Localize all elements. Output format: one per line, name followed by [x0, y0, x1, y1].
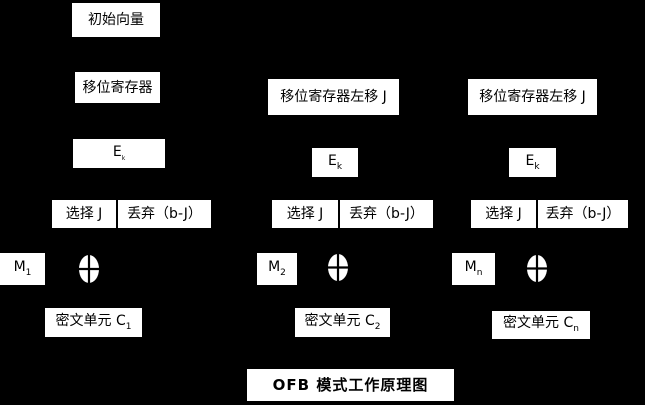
- initial-vector-box: 初始向量: [72, 3, 160, 37]
- xor-icon-2: [328, 254, 348, 281]
- shift-register-box-2: 移位寄存器左移 J: [268, 79, 399, 115]
- encrypt-label-2: Ek: [328, 154, 342, 172]
- select-label-1: 选择 J: [65, 206, 103, 222]
- discard-box-1: 丢弃（b-J）: [118, 200, 211, 228]
- discard-label-1: 丢弃（b-J）: [127, 206, 202, 222]
- encrypt-base-2: E: [327, 152, 337, 169]
- initial-vector-label: 初始向量: [88, 12, 144, 28]
- shift-register-box-1: 移位寄存器: [75, 72, 160, 103]
- xor-icon-1: [79, 255, 99, 283]
- discard-label-3: 丢弃（b-J）: [545, 206, 621, 222]
- ciphertext-box-3: 密文单元 Cn: [492, 311, 590, 339]
- message-box-1: M1: [0, 253, 45, 285]
- shift-register-label-1: 移位寄存器: [82, 79, 153, 96]
- select-label-2: 选择 J: [286, 206, 324, 222]
- encrypt-box-3: Ek: [509, 148, 556, 177]
- ciphertext-sub-3: n: [573, 323, 579, 334]
- discard-box-3: 丢弃（b-J）: [538, 200, 628, 228]
- encrypt-box-1: Ek: [73, 139, 165, 168]
- shift-register-label-2: 移位寄存器左移 J: [280, 89, 387, 105]
- select-box-2: 选择 J: [272, 200, 338, 228]
- encrypt-sub-3: k: [534, 161, 540, 172]
- xor-icon-3: [527, 255, 547, 282]
- message-label-1: M1: [14, 260, 32, 278]
- ciphertext-label-1: 密文单元 C1: [56, 314, 132, 332]
- shift-register-box-3: 移位寄存器左移 J: [468, 79, 597, 115]
- message-sub-1: 1: [25, 267, 32, 278]
- discard-box-2: 丢弃（b-J）: [340, 200, 433, 228]
- discard-label-2: 丢弃（b-J）: [349, 206, 424, 222]
- encrypt-label-3: Ek: [525, 154, 539, 172]
- message-box-3: Mn: [452, 253, 495, 285]
- diagram-title-label: OFB 模式工作原理图: [272, 375, 429, 394]
- message-box-2: M2: [257, 253, 297, 285]
- ciphertext-label-2: 密文单元 C2: [305, 314, 381, 332]
- encrypt-sub-1: k: [121, 154, 126, 162]
- ciphertext-label-3: 密文单元 Cn: [503, 316, 579, 334]
- encrypt-sub-2: k: [336, 161, 343, 172]
- ciphertext-base-2: 密文单元 C: [304, 312, 375, 329]
- encrypt-box-2: Ek: [312, 148, 358, 177]
- select-box-3: 选择 J: [471, 200, 536, 228]
- message-sub-2: 2: [280, 267, 286, 278]
- ciphertext-sub-1: 1: [125, 321, 132, 332]
- encrypt-label-1: Ek: [113, 145, 125, 162]
- ciphertext-box-2: 密文单元 C2: [295, 308, 390, 337]
- ciphertext-box-1: 密文单元 C1: [45, 308, 142, 337]
- encrypt-base-3: E: [525, 152, 535, 169]
- message-base-3: M: [464, 259, 477, 276]
- select-label-3: 选择 J: [485, 206, 522, 222]
- encrypt-base-1: E: [112, 144, 122, 161]
- message-sub-3: n: [476, 267, 483, 278]
- diagram-title: OFB 模式工作原理图: [247, 369, 454, 401]
- ciphertext-base-1: 密文单元 C: [55, 312, 126, 329]
- ciphertext-sub-2: 2: [374, 321, 381, 332]
- ciphertext-base-3: 密文单元 C: [503, 315, 574, 332]
- message-label-2: M2: [268, 260, 286, 278]
- select-box-1: 选择 J: [52, 200, 116, 228]
- message-base-1: M: [13, 259, 26, 276]
- shift-register-label-3: 移位寄存器左移 J: [479, 89, 586, 105]
- message-label-3: Mn: [465, 260, 483, 278]
- message-base-2: M: [268, 259, 281, 276]
